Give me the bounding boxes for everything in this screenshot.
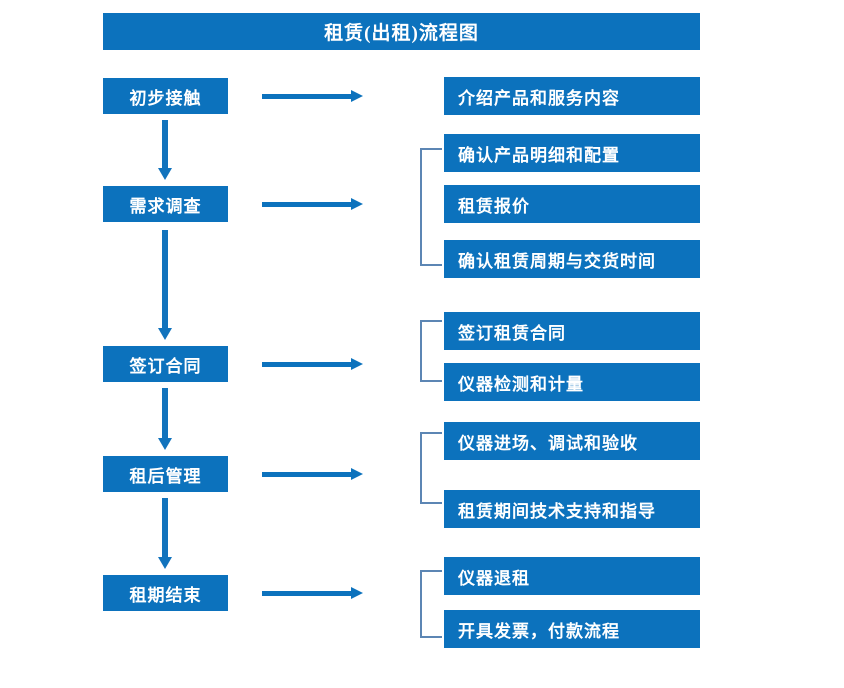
detail-box-instrument-return[interactable]: 仪器退租 [444, 557, 700, 595]
stage-box-rental-period-end[interactable]: 租期结束 [103, 575, 228, 611]
group-bracket-rental-period-end [420, 570, 442, 638]
detail-box-instrument-testing[interactable]: 仪器检测和计量 [444, 363, 700, 401]
stage-box-sign-contract[interactable]: 签订合同 [103, 346, 228, 382]
horizontal-arrow-initial-contact [262, 90, 363, 102]
horizontal-arrow-sign-contract [262, 358, 363, 370]
detail-box-confirm-product-details[interactable]: 确认产品明细和配置 [444, 134, 700, 172]
detail-box-confirm-rental-period[interactable]: 确认租赁周期与交货时间 [444, 240, 700, 278]
group-bracket-post-rental-management [420, 432, 442, 504]
horizontal-arrow-post-rental-management [262, 468, 363, 480]
detail-box-sign-rental-contract[interactable]: 签订租赁合同 [444, 312, 700, 350]
arrow-head [351, 198, 363, 210]
arrow-head [158, 438, 172, 450]
stage-box-initial-contact[interactable]: 初步接触 [103, 78, 228, 114]
detail-box-technical-support[interactable]: 租赁期间技术支持和指导 [444, 490, 700, 528]
detail-box-invoice-payment[interactable]: 开具发票，付款流程 [444, 610, 700, 648]
stage-box-post-rental-management[interactable]: 租后管理 [103, 456, 228, 492]
arrow-shaft [262, 591, 352, 596]
arrow-head [158, 168, 172, 180]
arrow-head [351, 468, 363, 480]
arrow-shaft [162, 230, 168, 328]
arrow-shaft [262, 94, 352, 99]
detail-box-introduce-products[interactable]: 介绍产品和服务内容 [444, 77, 700, 115]
detail-box-rental-quotation[interactable]: 租赁报价 [444, 185, 700, 223]
vertical-arrow-survey-to-contract [158, 230, 172, 340]
vertical-arrow-contact-to-survey [158, 120, 172, 180]
stage-box-needs-survey[interactable]: 需求调查 [103, 186, 228, 222]
arrow-shaft [262, 472, 352, 477]
horizontal-arrow-rental-period-end [262, 587, 363, 599]
arrow-shaft [162, 120, 168, 168]
detail-box-instrument-installation[interactable]: 仪器进场、调试和验收 [444, 422, 700, 460]
group-bracket-needs-survey [420, 148, 442, 266]
arrow-shaft [262, 202, 352, 207]
arrow-shaft [262, 362, 352, 367]
vertical-arrow-management-to-end [158, 498, 172, 569]
arrow-head [158, 328, 172, 340]
arrow-head [158, 557, 172, 569]
chart-title: 租赁(出租)流程图 [103, 13, 700, 50]
arrow-head [351, 587, 363, 599]
arrow-head [351, 358, 363, 370]
horizontal-arrow-needs-survey [262, 198, 363, 210]
arrow-shaft [162, 498, 168, 557]
vertical-arrow-contract-to-management [158, 388, 172, 450]
group-bracket-sign-contract [420, 320, 442, 382]
arrow-shaft [162, 388, 168, 438]
arrow-head [351, 90, 363, 102]
